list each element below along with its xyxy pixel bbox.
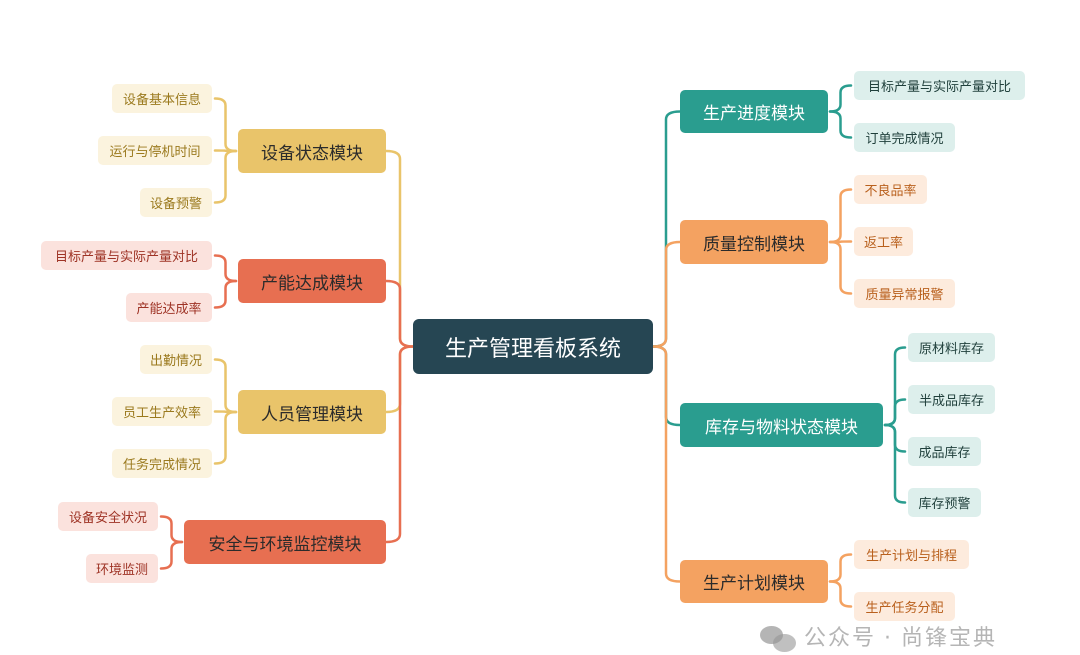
branch-connector (651, 240, 682, 348)
leaf-node[interactable]: 生产任务分配 (854, 592, 955, 621)
leaf-node[interactable]: 目标产量与实际产量对比 (854, 71, 1025, 100)
leaf-node[interactable]: 生产计划与排程 (854, 540, 969, 569)
leaf-connector (883, 423, 907, 504)
leaf-node[interactable]: 设备预警 (140, 188, 212, 217)
leaf-node[interactable]: 返工率 (854, 227, 913, 256)
leaf-connector (828, 84, 853, 113)
module-capacity[interactable]: 产能达成模块 (238, 259, 386, 303)
module-production-progress[interactable]: 生产进度模块 (680, 90, 828, 133)
root-node[interactable]: 生产管理看板系统 (413, 319, 653, 374)
leaf-node[interactable]: 半成品库存 (908, 385, 995, 414)
leaf-node[interactable]: 设备安全状况 (58, 502, 158, 531)
module-safety-environment[interactable]: 安全与环境监控模块 (184, 520, 386, 564)
module-production-plan[interactable]: 生产计划模块 (680, 560, 828, 603)
module-inventory-materials[interactable]: 库存与物料状态模块 (680, 403, 883, 447)
leaf-connector (883, 398, 907, 427)
watermark-separator: · (884, 626, 894, 651)
leaf-connector (159, 540, 184, 570)
leaf-connector (159, 515, 184, 544)
leaf-connector (213, 254, 238, 283)
leaf-node[interactable]: 成品库存 (908, 437, 981, 466)
leaf-connector (213, 279, 238, 309)
leaf-connector (213, 410, 238, 465)
leaf-connector (828, 580, 853, 608)
module-personnel[interactable]: 人员管理模块 (238, 390, 386, 434)
leaf-connector (213, 358, 238, 414)
leaf-node[interactable]: 不良品率 (854, 175, 927, 204)
leaf-node[interactable]: 任务完成情况 (112, 449, 212, 478)
branch-connector (384, 345, 415, 544)
leaf-connector (828, 188, 853, 244)
leaf-connector (213, 149, 238, 204)
leaf-node[interactable]: 质量异常报警 (854, 279, 955, 308)
leaf-node[interactable]: 订单完成情况 (854, 123, 955, 152)
leaf-connector (828, 110, 853, 139)
leaf-connector (213, 97, 238, 153)
branch-connector (651, 345, 682, 583)
leaf-node[interactable]: 产能达成率 (126, 293, 212, 322)
leaf-node[interactable]: 运行与停机时间 (98, 136, 212, 165)
watermark: 公众号 · 尚锋宝典 (760, 624, 997, 654)
module-equipment-status[interactable]: 设备状态模块 (238, 129, 386, 173)
leaf-node[interactable]: 员工生产效率 (112, 397, 212, 426)
branch-connector (384, 279, 415, 348)
leaf-node[interactable]: 原材料库存 (908, 333, 995, 362)
wechat-icon (760, 626, 796, 652)
leaf-node[interactable]: 设备基本信息 (112, 84, 212, 113)
leaf-node[interactable]: 出勤情况 (140, 345, 212, 374)
leaf-connector (828, 240, 853, 295)
module-quality-control[interactable]: 质量控制模块 (680, 220, 828, 264)
leaf-connector (828, 553, 853, 583)
watermark-prefix: 公众号 (804, 626, 877, 651)
leaf-node[interactable]: 库存预警 (908, 488, 981, 517)
leaf-node[interactable]: 目标产量与实际产量对比 (41, 241, 212, 270)
leaf-node[interactable]: 环境监测 (86, 554, 158, 583)
watermark-name: 尚锋宝典 (901, 626, 998, 651)
